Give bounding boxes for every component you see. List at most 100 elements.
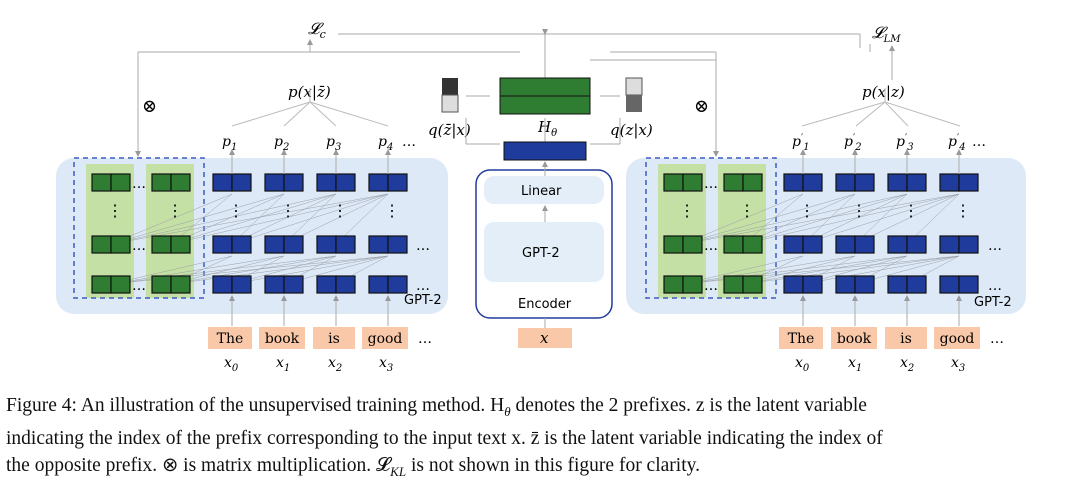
encoder-input-box [518, 328, 572, 348]
caption-line-2: indicating the index of the prefix corre… [6, 427, 883, 449]
token-var: x2 [900, 355, 914, 374]
q-zbar-box [441, 78, 459, 113]
hidden-block [316, 275, 356, 294]
otimes-left: ⊗ [142, 96, 157, 117]
hidden-block [316, 235, 356, 254]
vdots: ⋮ [679, 201, 695, 220]
token-box [779, 327, 823, 349]
prefix-block [663, 173, 703, 192]
token-var: x0 [795, 355, 810, 374]
vdots: ⋮ [851, 201, 867, 220]
token-label: book [837, 331, 872, 347]
prefix-block [723, 275, 763, 294]
hidden-block [887, 235, 927, 254]
encoder-input-label: x [540, 329, 549, 347]
prefix-block [151, 275, 191, 294]
output-label: p1 [222, 134, 237, 153]
ellipsis: … [402, 134, 416, 150]
token-box [885, 327, 927, 349]
token-var: x2 [328, 355, 342, 374]
vdots: ⋮ [384, 201, 400, 220]
token-box [362, 327, 408, 349]
output-label: p′4 [948, 133, 966, 153]
output-label: p′1 [792, 133, 810, 153]
token-box [208, 327, 252, 349]
ellipsis: … [704, 238, 718, 254]
vdots: ⋮ [332, 201, 348, 220]
training-diagram: 𝓛c 𝓛LM p(x|z̄) p(x|z) ⊗ ⊗ q(z̄|x) q(z|x) [56, 19, 1026, 374]
loss-lm-label: 𝓛LM [872, 23, 901, 45]
hidden-block [316, 173, 356, 192]
hidden-block [835, 275, 875, 294]
hidden-block [939, 275, 979, 294]
ellipsis: … [704, 278, 718, 294]
prefix-block [91, 235, 131, 254]
hidden-block [264, 235, 304, 254]
prefix-block [723, 235, 763, 254]
vdots: ⋮ [739, 201, 755, 220]
left-token-grid: ……………⋮⋮⋮⋮⋮⋮ [91, 149, 430, 326]
output-label: p′3 [896, 133, 914, 153]
ellipsis: … [990, 331, 1004, 347]
encoder-gpt2-label: GPT-2 [522, 246, 560, 261]
hidden-block [887, 173, 927, 192]
hidden-block [368, 235, 408, 254]
output-label: p2 [274, 134, 289, 153]
encoder-output-block [503, 141, 587, 161]
token-label: good [368, 331, 403, 347]
q-zbar-label: q(z̄|x) [428, 121, 471, 139]
token-var: x1 [848, 355, 862, 374]
token-label: The [788, 331, 815, 347]
prefix-block [91, 275, 131, 294]
token-var: x3 [951, 355, 965, 374]
hidden-block [783, 173, 823, 192]
hidden-block [939, 235, 979, 254]
otimes-right: ⊗ [694, 96, 709, 117]
token-box [831, 327, 877, 349]
token-box [934, 327, 980, 349]
encoder-gpt2-box [484, 222, 604, 282]
hidden-block [835, 235, 875, 254]
vdots: ⋮ [107, 201, 123, 220]
hidden-block [887, 275, 927, 294]
hidden-block [212, 275, 252, 294]
ellipsis: … [132, 176, 146, 192]
right-prefix-dashed [645, 157, 777, 299]
hidden-block [264, 173, 304, 192]
prefix-block [663, 275, 703, 294]
linear-label: Linear [521, 184, 562, 199]
h-theta-prefixes [499, 77, 591, 115]
vdots: ⋮ [955, 201, 971, 220]
ellipsis: … [416, 238, 430, 254]
output-label: p3 [326, 134, 341, 153]
token-var: x3 [379, 355, 393, 374]
right-token-grid: ……………⋮⋮⋮⋮⋮⋮ [663, 149, 1002, 326]
prefix-block [723, 173, 763, 192]
hidden-block [212, 173, 252, 192]
h-theta-label: Hθ [537, 118, 557, 139]
vdots: ⋮ [903, 201, 919, 220]
fan-lines [231, 88, 961, 127]
prefix-block [91, 173, 131, 192]
hidden-block [264, 275, 304, 294]
prefix-block [663, 235, 703, 254]
hidden-block [835, 173, 875, 192]
hidden-block [783, 275, 823, 294]
linear-box [484, 176, 604, 204]
right-gpt2-label: GPT-2 [974, 295, 1012, 310]
caption-line-3: the opposite prefix. ⊗ is matrix multipl… [6, 454, 700, 479]
ellipsis: … [704, 176, 718, 192]
ellipsis: … [416, 278, 430, 294]
token-label: good [940, 331, 975, 347]
p-x-z-label: p(x|z) [862, 83, 905, 101]
hidden-block [212, 235, 252, 254]
left-prefix-dashed [73, 157, 205, 299]
loss-c-label: 𝓛c [308, 19, 326, 41]
token-box [259, 327, 305, 349]
output-label: p′2 [844, 133, 862, 153]
token-var: x1 [276, 355, 290, 374]
ellipsis: … [988, 238, 1002, 254]
vdots: ⋮ [167, 201, 183, 220]
